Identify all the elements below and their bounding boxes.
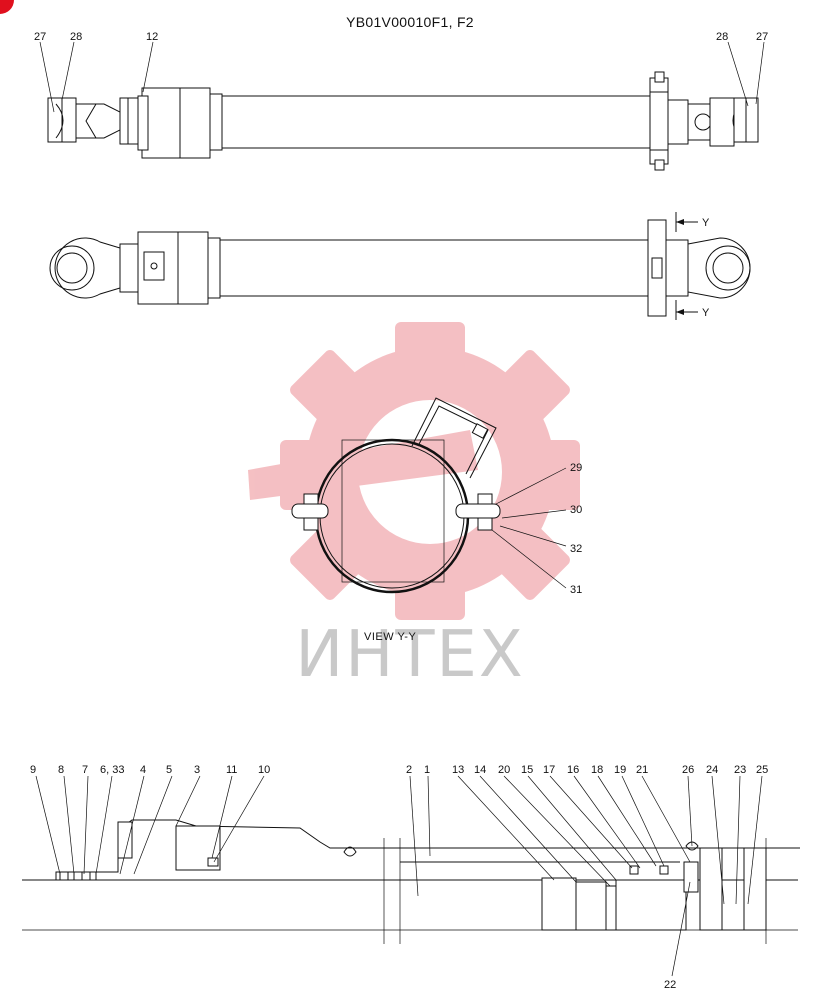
label-26: 26 — [682, 764, 694, 776]
label-2: 2 — [406, 764, 412, 776]
label-27-right: 27 — [756, 31, 768, 43]
label-25: 25 — [756, 764, 768, 776]
label-6-33: 6, 33 — [100, 764, 124, 776]
label-12: 12 — [146, 31, 158, 43]
label-7: 7 — [82, 764, 88, 776]
section-mark-lower: Y — [702, 307, 710, 319]
label-1: 1 — [424, 764, 430, 776]
label-13: 13 — [452, 764, 464, 776]
watermark-gear-icon — [248, 322, 580, 620]
label-31: 31 — [570, 584, 582, 596]
label-5: 5 — [166, 764, 172, 776]
label-29: 29 — [570, 462, 582, 474]
label-14: 14 — [474, 764, 486, 776]
label-23: 23 — [734, 764, 746, 776]
watermark-text: ИНТЕХ — [295, 618, 524, 692]
label-4: 4 — [140, 764, 146, 776]
label-11: 11 — [226, 764, 237, 776]
label-16: 16 — [567, 764, 579, 776]
label-28-left: 28 — [70, 31, 82, 43]
label-15: 15 — [521, 764, 533, 776]
section-mark-upper: Y — [702, 217, 710, 229]
label-24: 24 — [706, 764, 718, 776]
label-17: 17 — [543, 764, 555, 776]
top-view-cylinder — [49, 212, 751, 320]
drawing-title: YB01V00010F1, F2 — [346, 14, 474, 30]
label-22: 22 — [664, 979, 676, 991]
label-21: 21 — [636, 764, 648, 776]
label-10: 10 — [258, 764, 270, 776]
label-32: 32 — [570, 543, 582, 555]
label-19: 19 — [614, 764, 626, 776]
label-28-right: 28 — [716, 31, 728, 43]
label-9: 9 — [30, 764, 36, 776]
label-18: 18 — [591, 764, 603, 776]
label-27-left: 27 — [34, 31, 46, 43]
label-3: 3 — [194, 764, 200, 776]
side-view-cylinder — [39, 41, 765, 171]
label-20: 20 — [498, 764, 510, 776]
label-8: 8 — [58, 764, 64, 776]
view-yy-clamp — [291, 397, 567, 594]
label-30: 30 — [570, 504, 582, 516]
view-yy-label: VIEW Y-Y — [364, 631, 416, 643]
section-view — [22, 775, 800, 977]
